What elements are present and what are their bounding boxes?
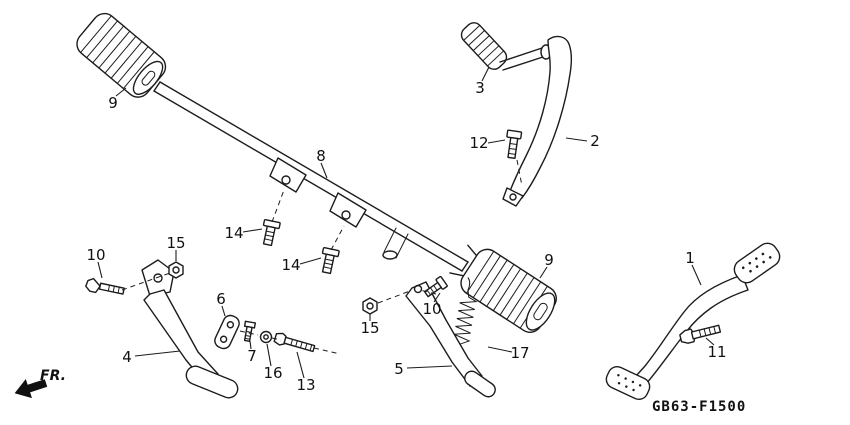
bolt-11 [679, 324, 722, 344]
part-label-14-lower: 14 [281, 256, 301, 274]
part-label-4: 4 [122, 348, 132, 366]
bolt-13 [273, 332, 316, 353]
front-direction-label: FR. [40, 368, 66, 384]
washer-16 [259, 330, 273, 344]
bolt-12 [506, 129, 523, 160]
part-label-17: 17 [510, 344, 530, 362]
part-label-15-center: 15 [360, 319, 380, 337]
part-label-6: 6 [216, 290, 226, 308]
stand-4 [141, 259, 239, 399]
part-label-1: 1 [685, 249, 695, 267]
label-leader-lines [97, 66, 715, 379]
part-label-3: 3 [475, 79, 485, 97]
part-label-8: 8 [316, 147, 326, 165]
bolt-10-left [85, 277, 125, 295]
kick-pedal-rubber [460, 22, 552, 71]
part-label-14-upper: 14 [224, 224, 244, 242]
part-label-9-center: 9 [544, 251, 554, 269]
bolt-10-center [423, 275, 448, 298]
nut-15-left [168, 261, 184, 279]
bolt-14-upper [262, 218, 281, 247]
part-label-10-center: 10 [422, 300, 442, 318]
part-label-11: 11 [707, 343, 727, 361]
brake-pedal [605, 242, 781, 401]
footpeg-rubber-left [76, 12, 167, 98]
diagram-code: GB63-F1500 [652, 399, 747, 415]
bolt-7 [243, 320, 257, 342]
part-label-15-left: 15 [166, 234, 186, 252]
kick-starter-lever [502, 35, 573, 207]
part-label-2: 2 [590, 132, 600, 150]
return-spring [453, 277, 478, 353]
front-direction-arrow-icon [14, 379, 48, 399]
part-label-5: 5 [394, 360, 404, 378]
part-label-13: 13 [296, 376, 316, 394]
part-label-7: 7 [247, 347, 257, 365]
part-label-16: 16 [263, 364, 283, 382]
footrest-bar [153, 81, 469, 272]
assembly-axis-lines [121, 159, 523, 355]
footpeg-rubber-center [449, 244, 557, 333]
part-label-9-left: 9 [108, 94, 118, 112]
stand-5 [405, 281, 496, 398]
part-label-12: 12 [469, 134, 489, 152]
part-label-10-left: 10 [86, 246, 106, 264]
bolt-14-lower [321, 246, 340, 275]
nut-15-center [362, 297, 378, 315]
bracket-6 [214, 314, 240, 350]
